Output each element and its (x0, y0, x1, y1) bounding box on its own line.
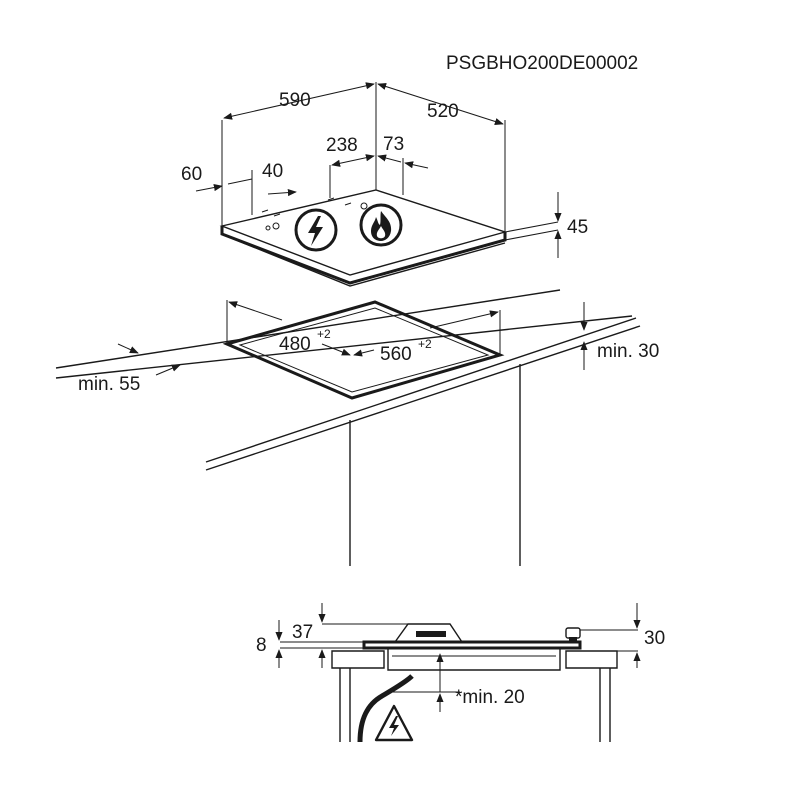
dim-knob-offset: 40 (262, 161, 283, 182)
electrical-hazard-icon (374, 704, 414, 742)
electric-zone-icon (294, 208, 338, 252)
dim-height: 45 (567, 217, 588, 238)
dim-width: 590 (279, 90, 311, 111)
dim-cutout-depth-tolerance: +2 (317, 327, 331, 341)
worktop (55, 289, 641, 566)
dim-burner-spacing: 238 (326, 135, 358, 156)
dim-min-clearance: *min. 20 (455, 687, 525, 708)
drawing-code: PSGBHO200DE00002 (446, 53, 638, 74)
hob-top (219, 189, 508, 287)
dim-edge-height: 8 (256, 635, 267, 656)
dim-burner-offset-right: 73 (383, 134, 404, 155)
dim-depth: 520 (427, 101, 459, 122)
dim-cutout-depth: 480 (279, 334, 311, 355)
dim-burner-height: 37 (292, 622, 313, 643)
dim-min-back-wall: min. 30 (597, 341, 659, 362)
cutout-dimensions (117, 300, 588, 376)
section-view (331, 623, 618, 743)
dim-min-front: min. 55 (78, 374, 140, 395)
dim-knob-height: 30 (644, 628, 665, 649)
dim-cutout-width-tolerance: +2 (418, 337, 432, 351)
dim-cutout-width: 560 (380, 344, 412, 365)
section-dimensions (275, 603, 641, 712)
gas-burner-icon (359, 203, 403, 247)
dim-offset-left: 60 (181, 164, 202, 185)
hob-dimensions (195, 82, 562, 258)
